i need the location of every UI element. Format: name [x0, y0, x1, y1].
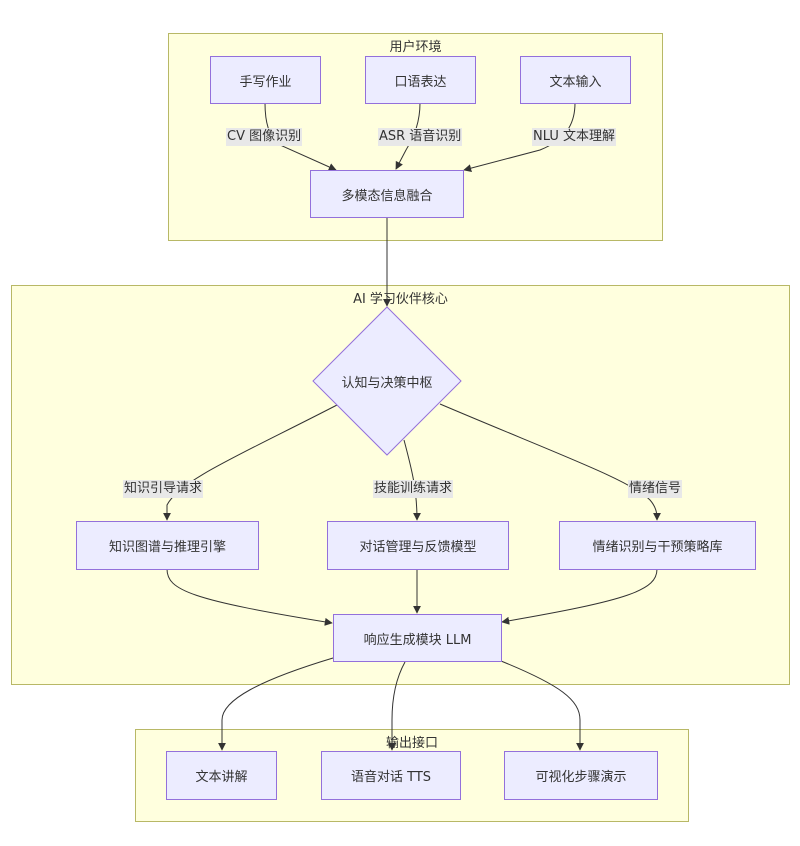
edge-llm-text-explain [218, 657, 334, 751]
node-text-explain: 文本讲解 [166, 751, 277, 800]
node-visual-steps: 可视化步骤演示 [504, 751, 658, 800]
edge-label-nlu: NLU 文本理解 [532, 128, 616, 146]
node-emotion-strategy: 情绪识别与干预策略库 [559, 521, 756, 570]
edge-label-cv: CV 图像识别 [226, 128, 303, 146]
node-dialogue-model: 对话管理与反馈模型 [327, 521, 509, 570]
edge-label-asr: ASR 语音识别 [378, 128, 463, 146]
edge-decision-knowledge [163, 404, 338, 521]
node-knowledge-engine: 知识图谱与推理引擎 [76, 521, 259, 570]
cluster-title-user-environment: 用户环境 [389, 40, 442, 55]
edge-llm-voice-tts [388, 661, 406, 751]
cluster-title-output: 输出接口 [385, 736, 438, 751]
node-handwriting: 手写作业 [210, 56, 321, 104]
node-voice-tts: 语音对话 TTS [321, 751, 461, 800]
node-decision-hub: 认知与决策中枢 [341, 376, 433, 391]
node-llm-response: 响应生成模块 LLM [333, 614, 502, 662]
edge-label-skill-request: 技能训练请求 [373, 480, 454, 498]
edge-decision-emotion [439, 403, 661, 521]
node-text-input: 文本输入 [520, 56, 631, 104]
node-multimodal-fusion: 多模态信息融合 [310, 170, 464, 218]
edge-llm-visual-steps [500, 660, 584, 751]
node-speech: 口语表达 [365, 56, 476, 104]
decision-diamond-shape [312, 306, 462, 456]
edge-label-knowledge-request: 知识引导请求 [123, 480, 204, 498]
edge-label-emotion-signal: 情绪信号 [628, 480, 683, 498]
edge-knowledge-llm [166, 568, 333, 626]
cluster-title-ai-core: AI 学习伙伴核心 [353, 292, 448, 307]
edge-emotion-llm [501, 568, 658, 625]
